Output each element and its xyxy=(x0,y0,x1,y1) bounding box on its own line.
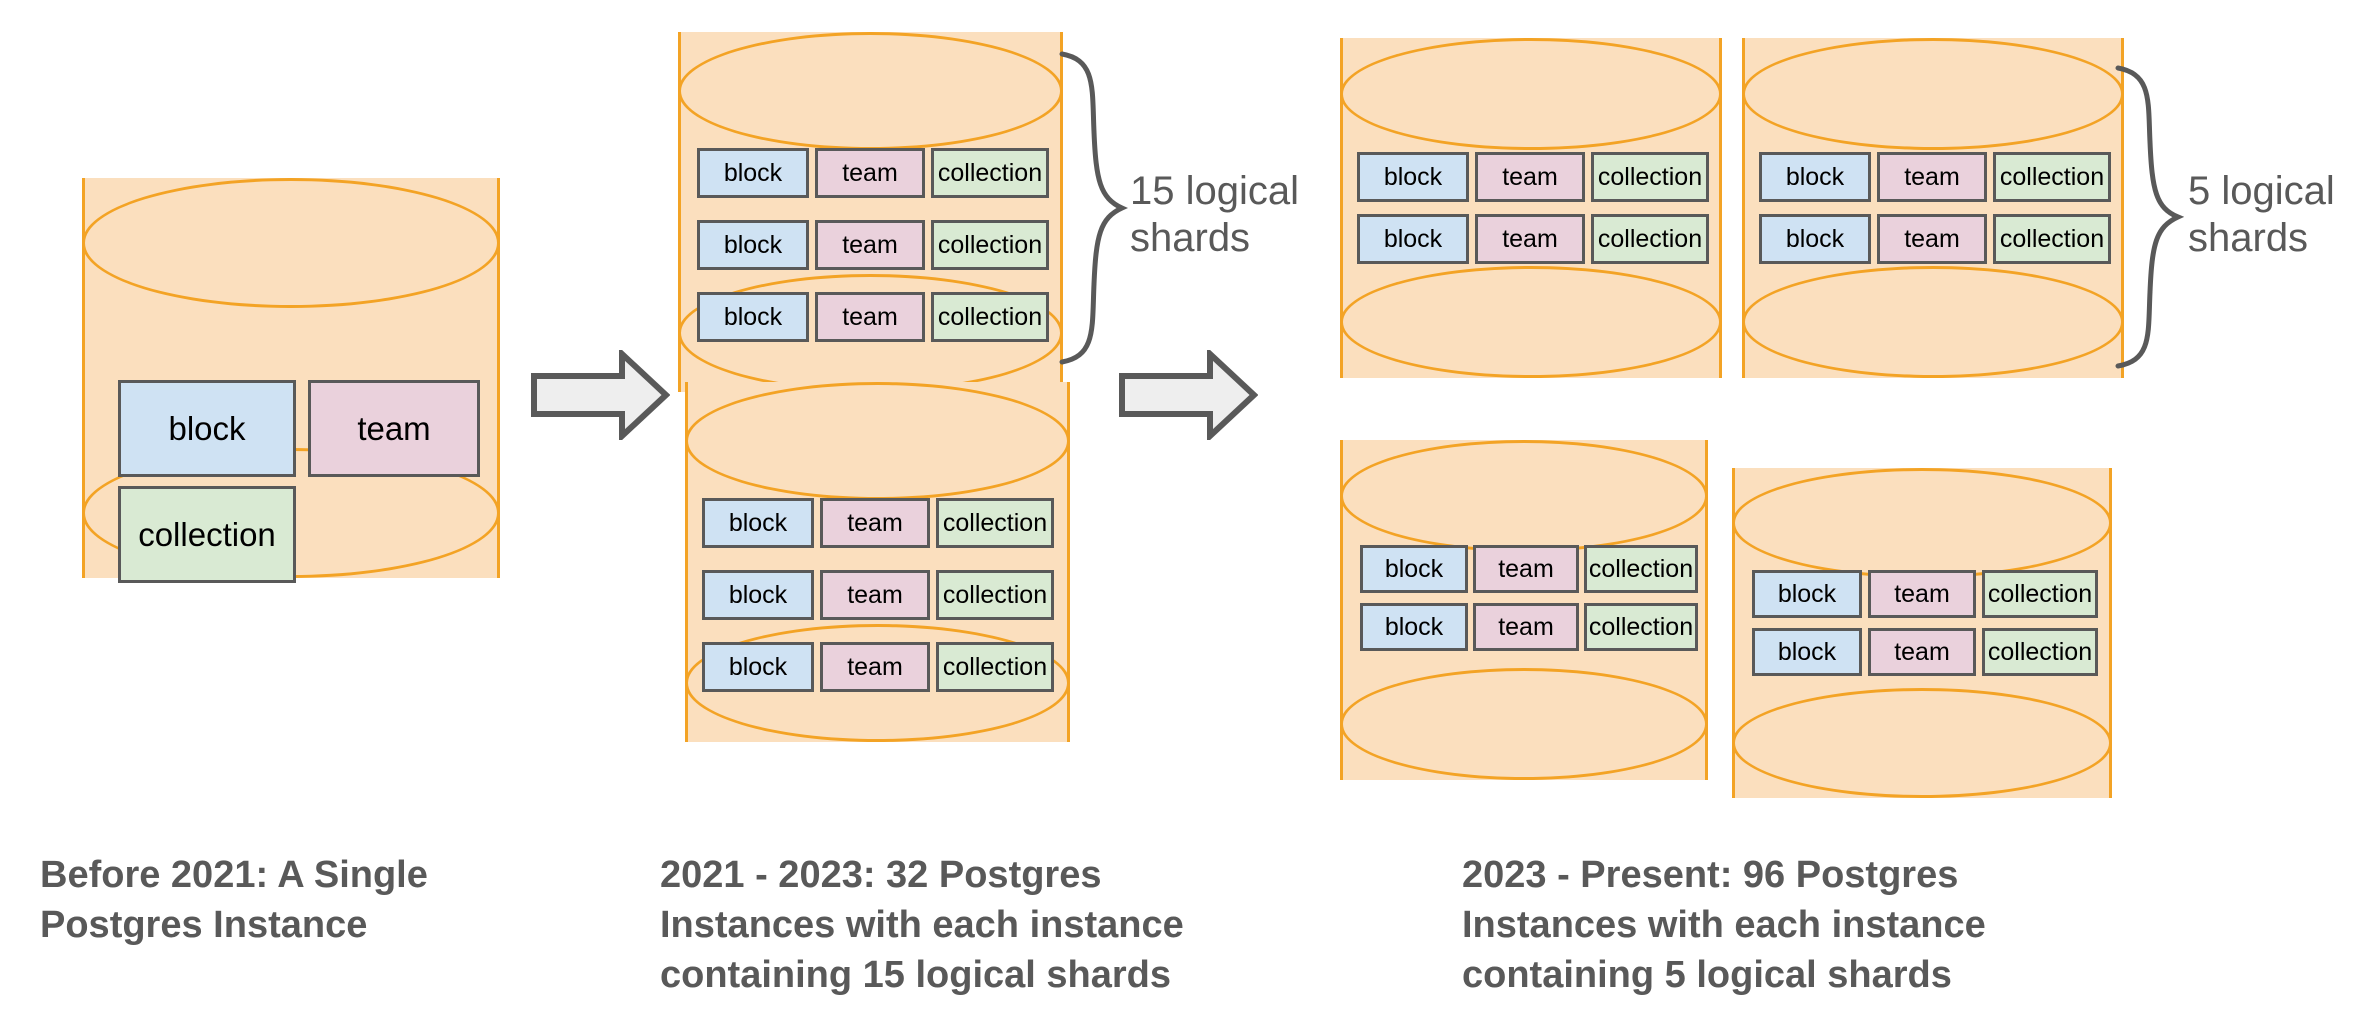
shard-collection: collection xyxy=(936,642,1054,692)
shard-collection: collection xyxy=(931,148,1049,198)
shard-team: team xyxy=(1475,214,1585,264)
panel-2023-present-cylinder-1 xyxy=(1340,38,1722,378)
shard-block: block xyxy=(1357,214,1469,264)
panel-2023-present-brace-label: 5 logical shards xyxy=(2188,169,2335,261)
shard-collection: collection xyxy=(936,498,1054,548)
panel-2021-2023-brace-label: 15 logical shards xyxy=(1130,169,1300,261)
cylinder-bottom-cap xyxy=(1732,688,2112,798)
shard-collection: collection xyxy=(1591,214,1709,264)
shard-block: block xyxy=(697,220,809,270)
shard-team: team xyxy=(815,292,925,342)
panel-2023-present-cylinder-4-shards: block team collection block team collect… xyxy=(1752,570,2098,676)
shard-collection: collection xyxy=(1993,152,2111,202)
panel-2023-present-caption: 2023 - Present: 96 Postgres Instances wi… xyxy=(1462,854,1986,997)
shard-block: block xyxy=(1360,603,1468,651)
cylinder-top-cap xyxy=(1742,38,2124,150)
arrow-transition-1 xyxy=(530,347,671,443)
shard-team: team xyxy=(1473,545,1579,593)
shard-collection: collection xyxy=(1982,628,2098,676)
shard-block: block xyxy=(1759,152,1871,202)
shard-team: team xyxy=(820,498,930,548)
shard-block: block xyxy=(1360,545,1468,593)
cylinder-bottom-cap xyxy=(1340,266,1722,378)
cylinder-top-cap xyxy=(678,32,1063,150)
panel-before-2021-cylinder-1-shards: block team collection xyxy=(118,380,480,583)
panel-2023-present-cylinder-1-shards: block team collection block team collect… xyxy=(1357,152,1709,264)
shard-block: block xyxy=(118,380,296,477)
shard-collection: collection xyxy=(931,292,1049,342)
panel-2023-present-brace xyxy=(2112,62,2185,372)
shard-team: team xyxy=(1475,152,1585,202)
panel-2023-present-cylinder-2 xyxy=(1742,38,2124,378)
shard-team: team xyxy=(815,220,925,270)
shard-block: block xyxy=(1357,152,1469,202)
panel-2021-2023-brace xyxy=(1056,48,1129,368)
shard-collection: collection xyxy=(118,486,296,583)
shard-team: team xyxy=(1473,603,1579,651)
arrow-transition-2 xyxy=(1118,347,1259,443)
shard-block: block xyxy=(697,292,809,342)
cylinder-top-cap xyxy=(1732,468,2112,578)
shard-collection: collection xyxy=(1584,545,1698,593)
shard-block: block xyxy=(1752,628,1862,676)
shard-collection: collection xyxy=(931,220,1049,270)
cylinder-top-cap xyxy=(1340,38,1722,150)
shard-collection: collection xyxy=(936,570,1054,620)
shard-team: team xyxy=(1868,628,1976,676)
cylinder-bottom-cap xyxy=(1340,668,1708,780)
shard-block: block xyxy=(697,148,809,198)
cylinder-top-cap xyxy=(1340,440,1708,552)
panel-2021-2023-cylinder-1-shards: block team collection block team collect… xyxy=(697,148,1049,342)
cylinder-top-cap xyxy=(82,178,500,308)
shard-collection: collection xyxy=(1993,214,2111,264)
shard-team: team xyxy=(820,642,930,692)
panel-2023-present-cylinder-2-shards: block team collection block team collect… xyxy=(1759,152,2111,264)
panel-2021-2023-caption: 2021 - 2023: 32 Postgres Instances with … xyxy=(660,854,1184,997)
shard-team: team xyxy=(1868,570,1976,618)
panel-before-2021-caption: Before 2021: A Single Postgres Instance xyxy=(40,854,428,947)
shard-team: team xyxy=(1877,152,1987,202)
cylinder-bottom-cap xyxy=(1742,266,2124,378)
shard-block: block xyxy=(702,498,814,548)
shard-team: team xyxy=(820,570,930,620)
shard-block: block xyxy=(1752,570,1862,618)
panel-2023-present-cylinder-3-shards: block team collection block team collect… xyxy=(1360,545,1698,651)
shard-team: team xyxy=(308,380,480,477)
shard-team: team xyxy=(1877,214,1987,264)
shard-collection: collection xyxy=(1591,152,1709,202)
shard-collection: collection xyxy=(1982,570,2098,618)
shard-team: team xyxy=(815,148,925,198)
shard-block: block xyxy=(702,642,814,692)
shard-block: block xyxy=(1759,214,1871,264)
shard-block: block xyxy=(702,570,814,620)
shard-collection: collection xyxy=(1584,603,1698,651)
cylinder-top-cap xyxy=(685,382,1070,500)
panel-2021-2023-cylinder-2-shards: block team collection block team collect… xyxy=(702,498,1054,692)
